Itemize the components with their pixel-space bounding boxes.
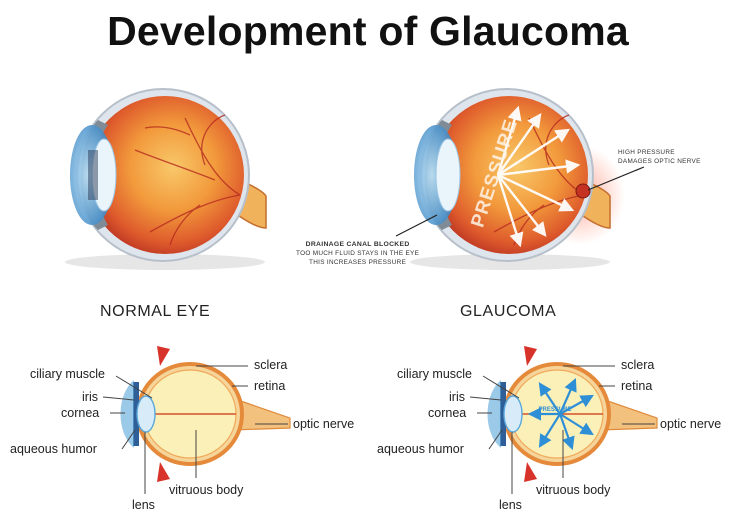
- label-vitruous-body: vitruous body: [169, 483, 244, 497]
- callout-line: TOO MUCH FLUID STAYS IN THE EYE: [296, 250, 420, 257]
- label-aqueous-humor: aqueous humor: [10, 442, 97, 456]
- label-sclera: sclera: [621, 358, 655, 372]
- glaucoma-eye-diagram: PRESSURE: [469, 346, 658, 494]
- label-ciliary-muscle: ciliary muscle: [30, 367, 106, 381]
- label-retina: retina: [621, 379, 653, 393]
- label-cornea: cornea: [61, 406, 100, 420]
- callout-line: DAMAGES OPTIC NERVE: [618, 158, 701, 165]
- small-pressure-word: PRESSURE: [538, 407, 571, 413]
- callout-line: DRAINAGE CANAL BLOCKED: [305, 241, 410, 248]
- label-ciliary-muscle: ciliary muscle: [397, 367, 473, 381]
- label-iris: iris: [449, 390, 465, 404]
- normal-eye-heading: NORMAL EYE: [100, 303, 211, 320]
- label-lens: lens: [499, 498, 522, 512]
- normal-eye-diagram: [102, 346, 291, 494]
- label-cornea: cornea: [428, 406, 467, 420]
- glaucoma-eye-illustration: PRESSURE: [395, 88, 645, 270]
- glaucoma-heading: GLAUCOMA: [460, 303, 557, 320]
- label-sclera: sclera: [254, 358, 288, 372]
- label-optic-nerve: optic nerve: [660, 417, 722, 431]
- label-aqueous-humor: aqueous humor: [377, 442, 464, 456]
- callout-line: HIGH PRESSURE: [618, 149, 675, 156]
- label-retina: retina: [254, 379, 286, 393]
- high-pressure-callout: HIGH PRESSURE DAMAGES OPTIC NERVE: [618, 148, 701, 166]
- label-iris: iris: [82, 390, 98, 404]
- label-optic-nerve: optic nerve: [293, 417, 355, 431]
- callout-line: THIS INCREASES PRESSURE: [309, 259, 407, 266]
- label-lens: lens: [132, 498, 155, 512]
- page-title: Development of Glaucoma: [107, 8, 629, 54]
- normal-eye-illustration: [65, 88, 267, 270]
- drainage-callout: DRAINAGE CANAL BLOCKED TOO MUCH FLUID ST…: [296, 240, 419, 267]
- label-vitruous-body: vitruous body: [536, 483, 611, 497]
